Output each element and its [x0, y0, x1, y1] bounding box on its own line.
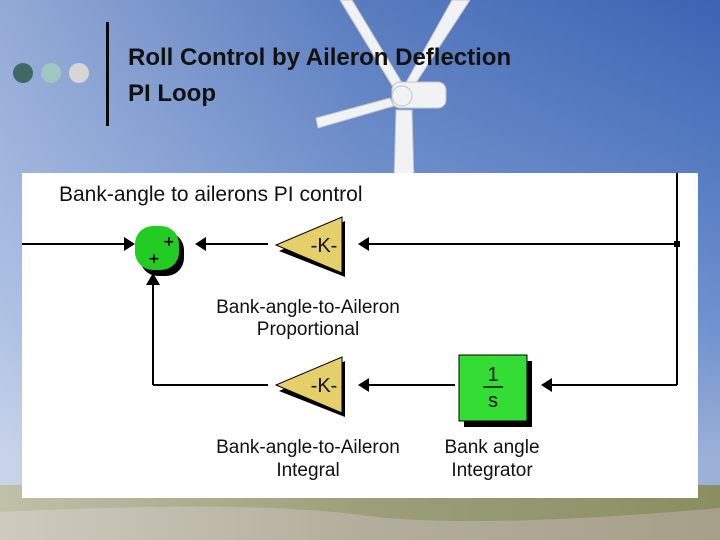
panel-background [22, 173, 698, 498]
integrator-block[interactable]: 1 s [458, 354, 532, 427]
gain-proportional-symbol: -K- [311, 235, 338, 257]
sum-sign-left: + [148, 251, 160, 267]
diagram-heading: Bank-angle to ailerons PI control [59, 183, 363, 206]
integrator-numerator: 1 [487, 364, 498, 386]
arrow-int-gain-in [358, 378, 369, 392]
gain-integral-symbol: -K- [311, 375, 338, 397]
decor-dot-2 [41, 63, 61, 83]
integrator-body [458, 354, 528, 422]
gain-integral[interactable]: -K- [274, 356, 345, 417]
signal-lines [22, 173, 678, 386]
arrow-integrator-in [541, 378, 552, 392]
gain-integral-body [274, 356, 343, 414]
gain-proportional[interactable]: -K- [274, 216, 345, 277]
arrow-prop-sum [195, 237, 206, 251]
diagram-panel: Bank-angle to ailerons PI control + + -K… [22, 173, 698, 498]
slide-title-line2: PI Loop [128, 80, 216, 107]
gain-integral-label-line2: Integral [276, 460, 339, 481]
arrow-int-to-sum [146, 273, 160, 285]
branch-point [674, 241, 680, 247]
integrator-label-line1: Bank angle [444, 437, 539, 458]
integrator-label-line2: Integrator [451, 460, 533, 481]
sum-sign-top: + [163, 234, 175, 250]
integrator-denominator: s [488, 390, 498, 412]
arrow-prop-in [358, 237, 369, 251]
decor-dot-3 [69, 63, 89, 83]
gain-proportional-label-line1: Bank-angle-to-Aileron [216, 297, 400, 318]
sum-block[interactable]: + + [135, 226, 184, 276]
gain-proportional-label-line2: Proportional [257, 319, 359, 340]
arrowheads [124, 237, 552, 392]
decor-dot-1 [13, 63, 33, 83]
arrow-input-sum [124, 237, 135, 251]
gain-integral-label-line1: Bank-angle-to-Aileron [216, 437, 400, 458]
title-divider [106, 22, 109, 126]
sum-block-body [135, 226, 179, 270]
gain-proportional-body [274, 216, 343, 274]
slide-title-line1: Roll Control by Aileron Deflection [128, 44, 512, 71]
